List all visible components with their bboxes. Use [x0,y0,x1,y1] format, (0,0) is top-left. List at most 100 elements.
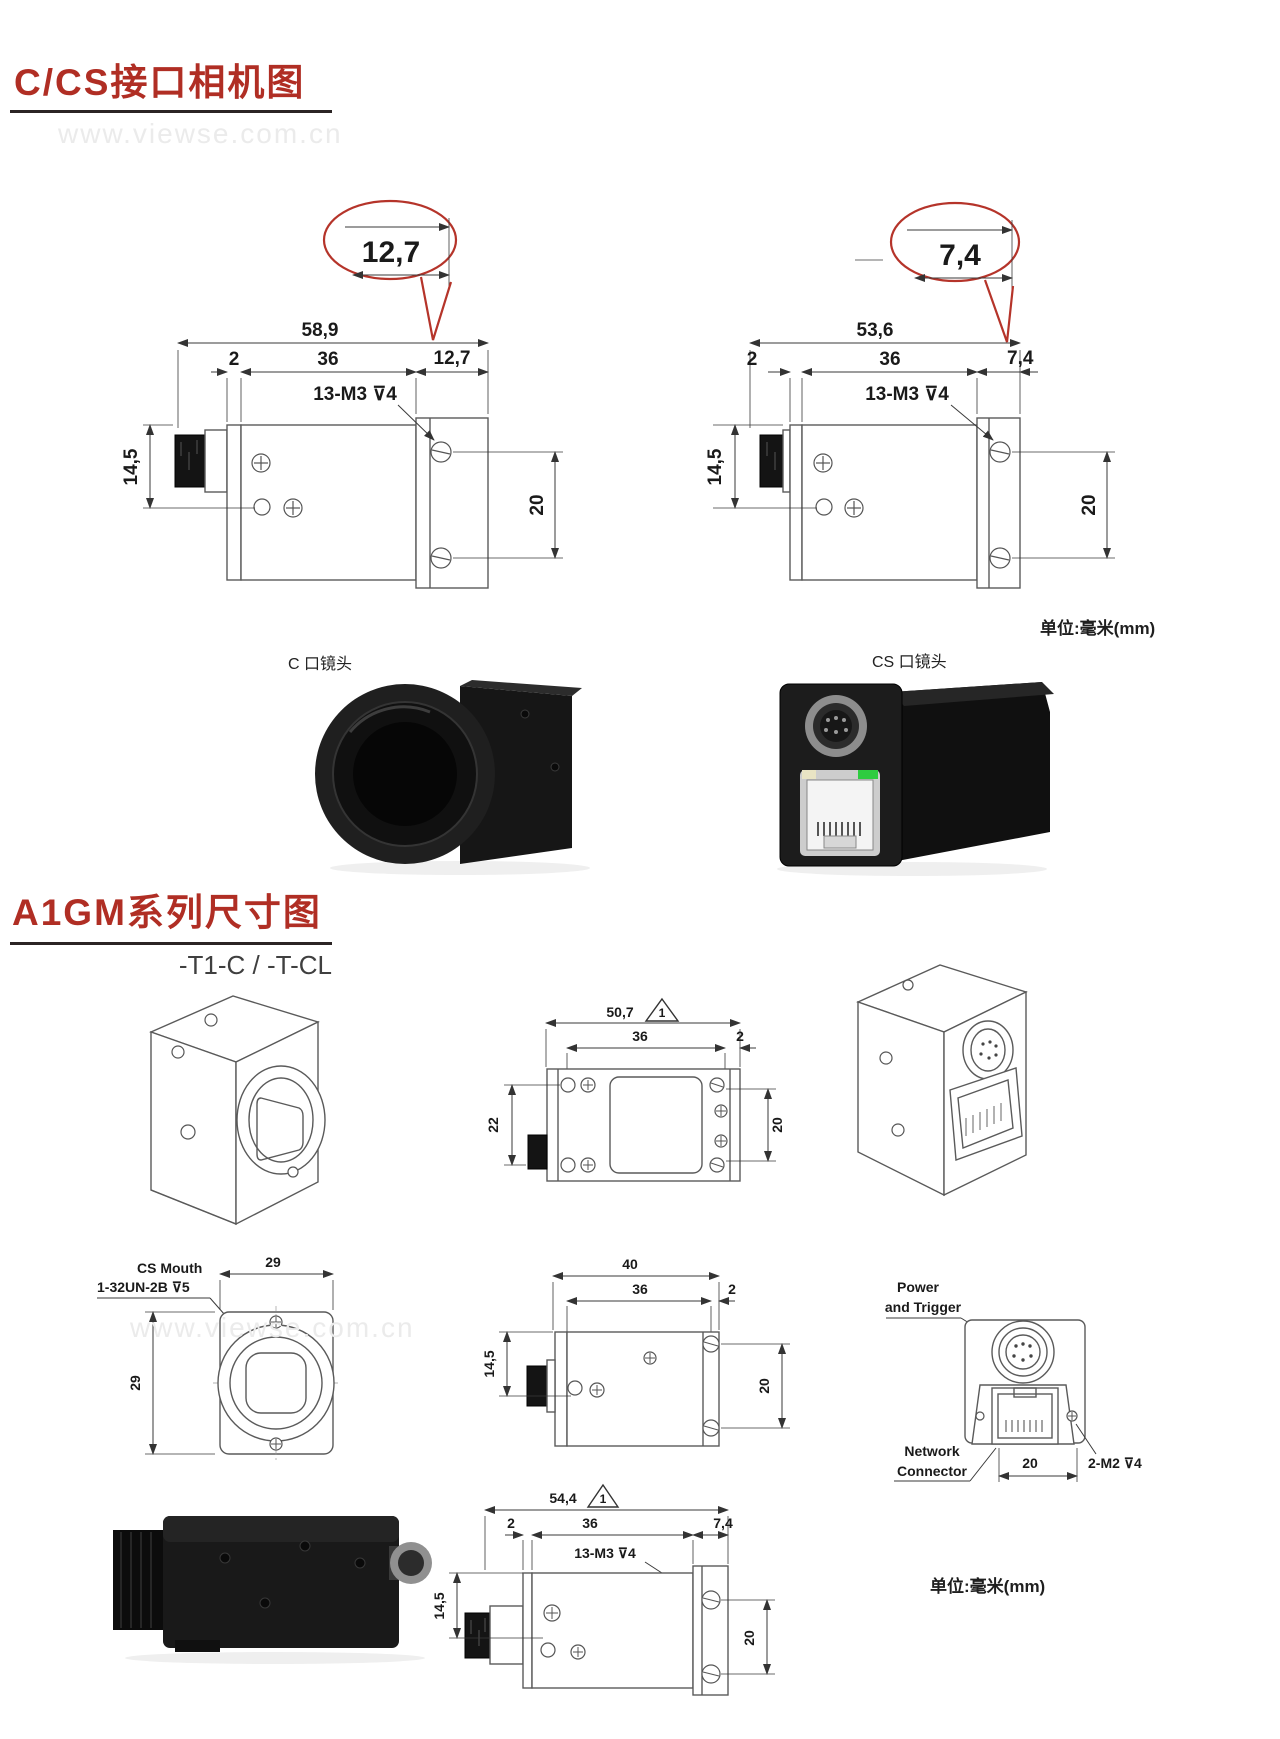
back-view-drawing: Power and Trigger Network Connector 20 2… [885,1279,1142,1482]
front-flange-block [415,417,489,589]
dim-2: 2 [736,1028,744,1044]
dim-20: 20 [756,1378,772,1394]
thread-label: 13-M3 ⊽4 [865,384,949,405]
cs-mount-drawing: 53,6 2 36 7,4 13-M3 ⊽4 14,5 20 7,4 [705,201,1115,589]
ethernet-port [949,1067,1023,1161]
dim-total: 50,7 [606,1004,633,1020]
lens-knurl [174,434,206,488]
dim-14-5: 14,5 [481,1350,497,1377]
caption-c-mount: C 口镜头 [288,656,353,673]
lens-knurl [464,1612,491,1659]
caption-cs-mount: CS 口镜头 [872,654,947,671]
screw-icon [550,762,560,772]
bottom-view-body [464,1565,729,1696]
dim-total: 58,9 [302,320,339,341]
camera-body [460,686,572,864]
dim-20: 20 [769,1117,785,1133]
hole-icon [975,1411,985,1421]
bottom-view-dimensions: 54,4 1 2 36 7,4 13-M3 ⊽4 [484,1483,733,1589]
screw-icon [259,1597,271,1609]
revision-number: 1 [659,1006,666,1020]
power-connector [991,1320,1055,1384]
dim-14-5: 14,5 [431,1592,447,1619]
screw-icon [891,1123,905,1137]
camera-photo-side [113,1516,432,1664]
side-view-side-dims: 14,5 20 [481,1331,790,1429]
watermark-mid: www.viewse.com.cn [130,1312,415,1343]
lens-barrel [204,429,228,493]
dim-20: 20 [741,1630,757,1646]
dim-22: 22 [485,1117,501,1133]
screw-icon [287,1166,299,1178]
cs-mount-callout: 7,4 [855,201,1021,343]
top-view-drawing: 50,7 1 36 2 [485,997,785,1182]
dim-width-29: 29 [265,1254,281,1270]
screw-spec-label: 2-M2 ⊽4 [1088,1455,1142,1471]
mount-opening [245,1352,307,1414]
hole-icon [560,1157,576,1173]
screw-icon [219,1552,231,1564]
dim-height-left: 14,5 [705,448,726,485]
screw-icon [902,979,914,991]
c-mount-dimensions: 58,9 2 36 12,7 13-M3 ⊽4 14,5 20 [121,320,563,559]
camera-body [892,682,1050,862]
dim-flange: 12,7 [434,348,471,369]
dim-36: 36 [582,1515,598,1531]
callout-value: 7,4 [939,239,981,272]
dim-height-29: 29 [127,1375,143,1391]
hole-icon [815,498,833,516]
dim-7-4: 7,4 [713,1515,733,1531]
top-view-dimensions: 50,7 1 36 2 [545,997,756,1073]
section1-title: C/CS接口相机图 [14,62,306,103]
cs-mount-dimensions: 53,6 2 36 7,4 13-M3 ⊽4 14,5 20 [705,320,1115,559]
camera-photo-back [777,682,1054,876]
dim-2: 2 [728,1281,736,1297]
screw-icon [171,1045,185,1059]
dim-2: 2 [507,1515,515,1531]
dim-36: 36 [632,1281,648,1297]
c-mount-callout: 12,7 [322,199,458,341]
cs-mount-body [759,417,1021,589]
power-trigger-label-2: and Trigger [885,1299,962,1315]
hole-icon [560,1077,576,1093]
dim-36: 36 [632,1028,648,1044]
dim-2: 2 [747,349,758,370]
bottom-view-side-dims: 14,5 20 [431,1572,775,1675]
unit-label-2: 单位:毫米(mm) [930,1577,1046,1596]
hole-icon [253,498,271,516]
screw-icon [180,1124,196,1140]
bottom-view-drawing: 54,4 1 2 36 7,4 13-M3 ⊽4 [431,1483,775,1696]
dim-20: 20 [527,494,548,515]
cs-mouth-thread-label: 1-32UN-2B ⊽5 [97,1279,190,1295]
dim-flange: 7,4 [1007,348,1034,369]
dim-20: 20 [1079,494,1100,515]
dim-36: 36 [879,349,900,370]
hole-icon [540,1642,556,1658]
watermark-top: www.viewse.com.cn [58,118,343,149]
screw-icon [299,1540,311,1552]
dim-total-40: 40 [622,1256,638,1272]
screw-icon [520,709,530,719]
unit-label-1: 单位:毫米(mm) [1040,619,1156,638]
side-view-drawing: 40 36 2 14,5 [481,1256,790,1447]
section2-subtitle: -T1-C / -T-CL [178,950,332,980]
c-mount-body [174,417,489,589]
lens-ring [236,1065,326,1175]
front-view-drawing: CS Mouth 1-32UN-2B ⊽5 29 29 [97,1254,340,1460]
iso-front-drawing [149,995,326,1226]
dim-20: 20 [1022,1455,1038,1471]
dim-total: 53,6 [857,320,894,341]
top-view-body [527,1068,741,1182]
c-mount-drawing: 58,9 2 36 12,7 13-M3 ⊽4 14,5 20 12,7 [121,199,563,589]
screw-icon [354,1557,366,1569]
thread-label: 13-M3 ⊽4 [313,384,397,405]
section1-title-underline [10,110,332,113]
screw-icon [204,1013,218,1027]
dim-2: 2 [229,349,240,370]
section2-title-underline [10,942,332,945]
dim-36: 36 [317,349,338,370]
cs-mouth-label: CS Mouth [137,1260,202,1276]
hole-icon [567,1380,583,1396]
side-view-dimensions: 40 36 2 [552,1256,736,1332]
